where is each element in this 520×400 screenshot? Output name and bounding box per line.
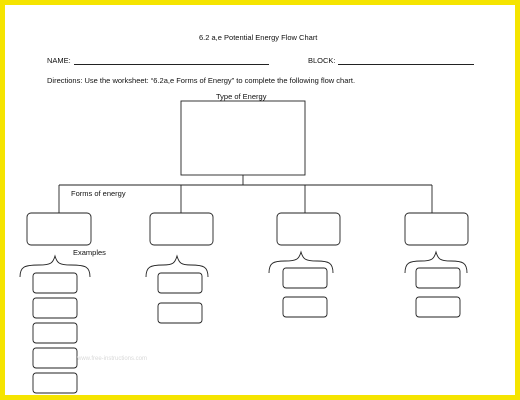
- example-box-1-5[interactable]: [32, 372, 78, 394]
- form-box-4[interactable]: [404, 212, 469, 246]
- example-box-2-2[interactable]: [157, 302, 203, 324]
- watermark: www.free-instructions.com: [77, 356, 148, 362]
- form-box-1[interactable]: [26, 212, 92, 246]
- directions-text: Directions: Use the worksheet: “6.2a,e F…: [47, 76, 356, 85]
- brace-4: [404, 250, 468, 274]
- example-box-2-1[interactable]: [157, 272, 203, 294]
- brace-2: [145, 254, 209, 278]
- worksheet-page: 6.2 a,e Potential Energy Flow Chart NAME…: [5, 5, 515, 395]
- example-box-3-1[interactable]: [282, 267, 328, 289]
- type-of-energy-box[interactable]: [180, 100, 306, 176]
- name-field-line[interactable]: [74, 64, 269, 65]
- block-field-line[interactable]: [338, 64, 474, 65]
- forms-of-energy-label: Forms of energy: [71, 189, 126, 198]
- name-label: NAME:: [47, 56, 71, 65]
- brace-1: [19, 254, 91, 278]
- flow-chart: [19, 100, 469, 394]
- example-box-4-2[interactable]: [415, 296, 461, 318]
- type-of-energy-label: Type of Energy: [216, 92, 267, 101]
- block-label: BLOCK:: [308, 56, 336, 65]
- form-box-3[interactable]: [276, 212, 341, 246]
- example-box-4-1[interactable]: [415, 267, 461, 289]
- form-box-2[interactable]: [149, 212, 214, 246]
- example-box-1-1[interactable]: [32, 272, 78, 294]
- page-title: 6.2 a,e Potential Energy Flow Chart: [199, 33, 318, 42]
- example-box-1-2[interactable]: [32, 297, 78, 319]
- example-box-1-3[interactable]: [32, 322, 78, 344]
- example-box-3-2[interactable]: [282, 296, 328, 318]
- brace-3: [268, 250, 334, 274]
- examples-label: Examples: [73, 248, 106, 257]
- example-box-1-4[interactable]: [32, 347, 78, 369]
